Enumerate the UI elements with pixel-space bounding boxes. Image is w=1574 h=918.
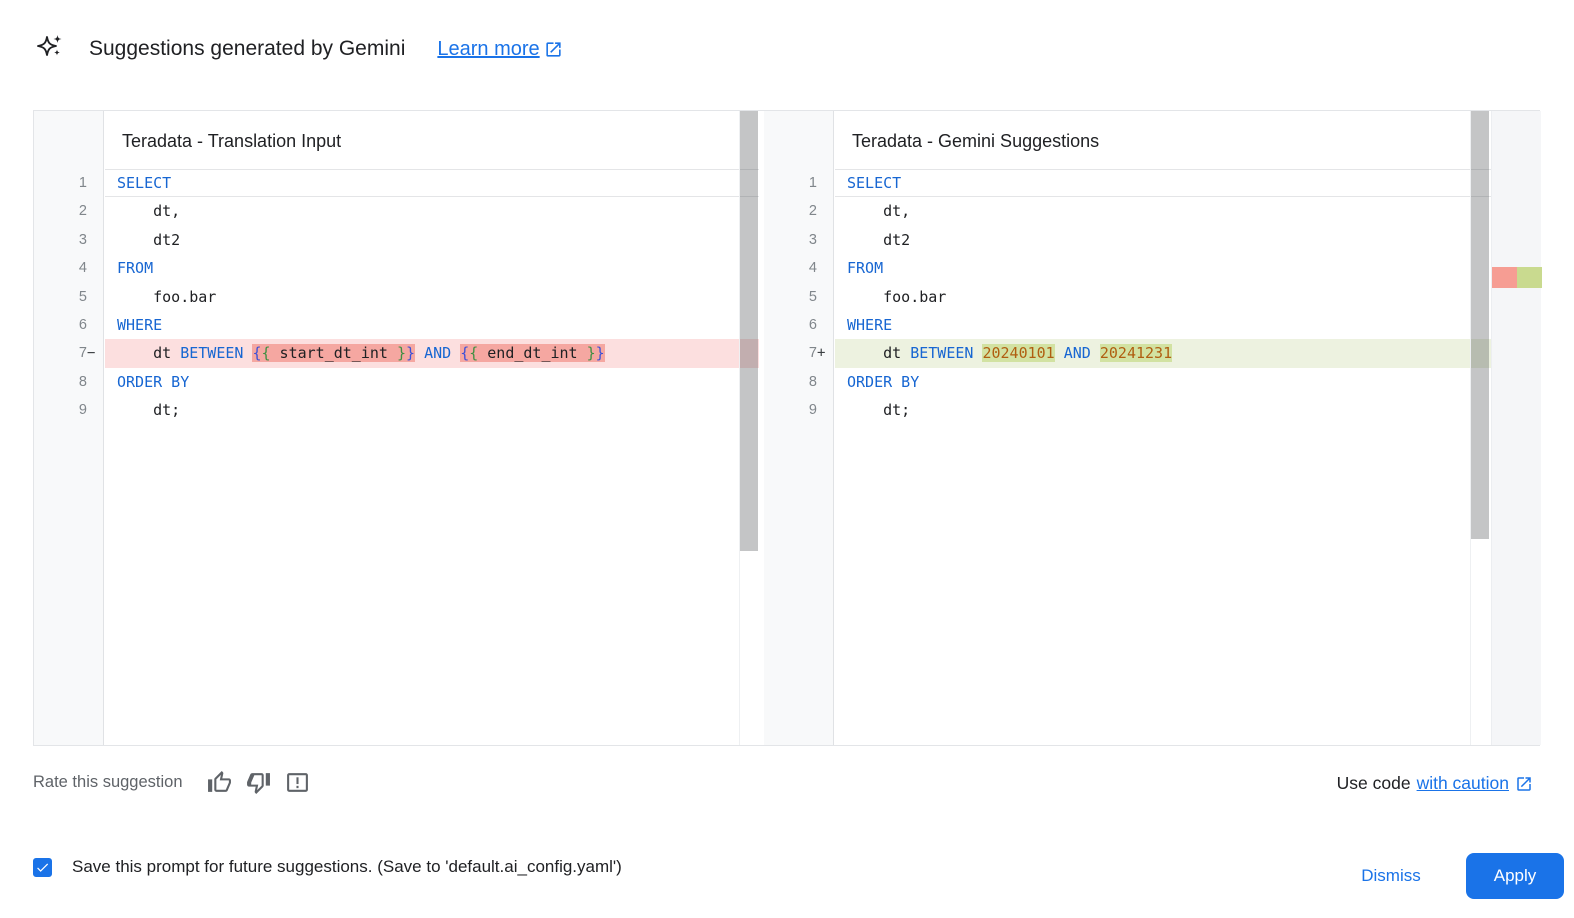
line-number: 8 — [78, 373, 87, 390]
external-link-icon — [546, 41, 561, 57]
use-code-text: Use code — [1336, 773, 1411, 793]
line-number: 5 — [78, 288, 87, 305]
thumbs-down-icon — [247, 772, 270, 794]
diff-overview-ruler — [1491, 111, 1542, 745]
line-number: 5 — [808, 288, 817, 305]
apply-button[interactable]: Apply — [1466, 853, 1564, 899]
thumbs-up-icon — [208, 770, 231, 792]
dismiss-button[interactable]: Dismiss — [1344, 856, 1438, 896]
learn-more-link[interactable]: Learn more — [437, 38, 562, 61]
line-number: 2 — [808, 203, 817, 220]
code-line: ORDER BY — [847, 372, 920, 391]
line-number: 9 — [78, 402, 87, 419]
scrollbar-track — [1470, 111, 1471, 745]
scrollbar-thumb[interactable] — [740, 111, 758, 551]
line-number: 4 — [78, 260, 87, 277]
save-prompt-row: Save this prompt for future suggestions.… — [33, 857, 622, 877]
rate-label: Rate this suggestion — [33, 772, 183, 791]
panel-title-left: Teradata - Translation Input — [122, 131, 342, 151]
code-line: WHERE — [847, 315, 893, 334]
code-line: WHERE — [117, 315, 163, 334]
panel-title-right: Teradata - Gemini Suggestions — [852, 131, 1100, 151]
line-number: 6 — [808, 316, 817, 333]
code-line: FROM — [117, 259, 154, 278]
diff-sign: + — [817, 345, 826, 362]
feedback-icon — [287, 772, 308, 792]
with-caution-link[interactable]: with caution — [1416, 773, 1509, 793]
line-number: 1 — [808, 175, 817, 191]
line-number: 9 — [808, 402, 817, 419]
code-line: dt BETWEEN 20240101 AND 20241231 — [835, 339, 1491, 368]
diff-panel-right[interactable]: 1 2 3 4 5 6 7+ 8 9 Teradata - Gemini Suggestions… — [764, 111, 1542, 745]
check-icon — [37, 863, 49, 872]
scrollbar-track — [739, 111, 740, 745]
header: Suggestions generated by Gemini Learn mo… — [33, 30, 563, 68]
page-title: Suggestions generated by Gemini — [89, 37, 406, 60]
code-line: ORDER BY — [117, 372, 190, 391]
line-number: 7+ — [764, 339, 833, 367]
code-line: foo.bar — [117, 287, 217, 306]
line-number: 4 — [808, 260, 817, 277]
code-line: dt; — [847, 401, 911, 420]
save-prompt-label: Save this prompt for future suggestions.… — [72, 857, 622, 876]
line-number: 8 — [808, 373, 817, 390]
code-line: dt, — [117, 202, 181, 221]
line-number: 6 — [78, 316, 87, 333]
line-number: 2 — [78, 203, 87, 220]
use-code-note: Use code with caution — [1337, 773, 1533, 794]
thumbs-up-button[interactable] — [207, 769, 233, 795]
ruler-removed-mark — [1492, 267, 1517, 288]
code-line: foo.bar — [847, 287, 947, 306]
gutter: 1 2 3 4 5 6 7+ 8 9 — [764, 111, 834, 745]
feedback-button[interactable] — [285, 769, 311, 795]
thumbs-down-button[interactable] — [246, 769, 272, 795]
code-line: SELECT — [105, 169, 759, 198]
code-line: dt, — [847, 202, 911, 221]
gemini-spark-icon — [37, 35, 62, 56]
line-number: 3 — [78, 231, 87, 248]
code-line: dt; — [117, 401, 181, 420]
code-line: SELECT — [835, 169, 1491, 198]
scrollbar-thumb[interactable] — [1471, 111, 1489, 539]
code-line: FROM — [847, 259, 884, 278]
line-number: 3 — [808, 231, 817, 248]
code-line: dt BETWEEN {{ start_dt_int }} AND {{ end… — [105, 339, 759, 368]
ruler-added-mark — [1517, 267, 1542, 288]
code-line: dt2 — [117, 230, 181, 249]
line-number: 7− — [34, 339, 103, 367]
save-prompt-checkbox[interactable] — [33, 857, 52, 877]
gutter: 1 2 3 4 5 6 7− 8 9 — [34, 111, 104, 745]
code-line: dt2 — [847, 230, 911, 249]
external-link-icon — [1517, 776, 1531, 791]
line-number: 1 — [78, 175, 87, 191]
rate-row: Rate this suggestion — [33, 769, 324, 795]
diff-sign: − — [87, 345, 96, 362]
